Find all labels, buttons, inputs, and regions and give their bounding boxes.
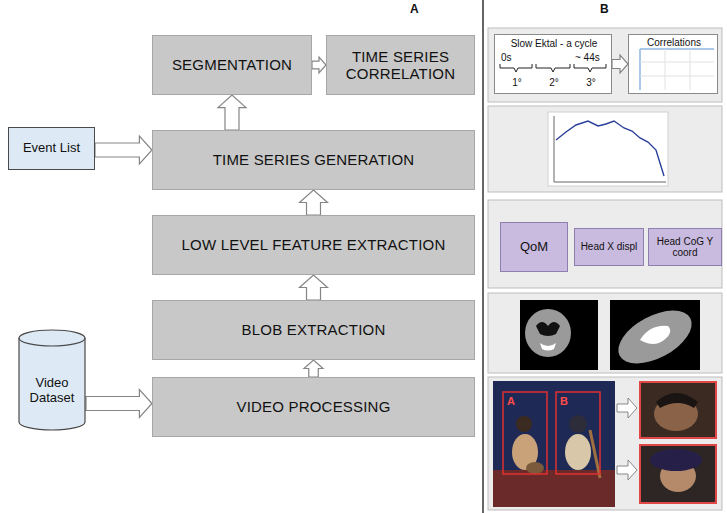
node-text: TIME SERIES CORRELATION <box>333 48 468 83</box>
blob-images <box>520 300 700 375</box>
chart-ground <box>548 112 668 186</box>
node-text: Head CoG Y coord <box>653 236 717 259</box>
crop-box <box>556 392 600 474</box>
grid-line <box>639 49 641 90</box>
performer-head <box>516 416 532 432</box>
bracket <box>574 64 606 72</box>
panel-divider <box>482 0 484 513</box>
blob-hole <box>536 322 560 336</box>
panel-bg <box>488 200 722 288</box>
block-arrow <box>218 95 246 130</box>
video-frames <box>493 381 716 507</box>
crop-letter: A <box>507 396 515 407</box>
blob <box>525 309 571 357</box>
time-mark: 3° <box>584 77 598 88</box>
sketch-ground <box>494 34 612 94</box>
input-box: Event List <box>8 127 95 170</box>
hair <box>656 393 698 408</box>
node-text: Head X displ <box>581 241 638 253</box>
crop-box <box>503 392 547 474</box>
cycle-box: Slow Ektal - a cycle 0s ~ 44s 1° 2° 3° <box>494 34 612 94</box>
node-text: Correlations <box>629 37 719 48</box>
node-text: Video Dataset <box>24 376 80 406</box>
node-text: Event List <box>23 141 80 156</box>
zoom-arrow <box>617 460 637 480</box>
block-arrow <box>86 390 152 418</box>
block-arrow <box>300 275 328 300</box>
grid-line <box>640 62 714 63</box>
correlation-grid <box>628 34 718 94</box>
grid-line <box>640 48 714 50</box>
zoom-arrow <box>617 398 637 418</box>
grid-line <box>665 49 666 90</box>
database-cylinder: Video Dataset <box>18 330 86 430</box>
time-mark: ~ 44s <box>575 52 600 63</box>
node-text: LOW LEVEL FEATURE EXTRACTION <box>182 236 446 253</box>
cycle-sketch <box>494 34 612 94</box>
zoom-photo <box>640 382 716 438</box>
bracket <box>536 64 570 72</box>
chart-curve <box>556 121 664 176</box>
grid-line <box>640 76 714 77</box>
time-mark: 2° <box>547 77 561 88</box>
block-arrow <box>304 360 323 377</box>
process-box: BLOB EXTRACTION <box>152 300 475 360</box>
block-arrow <box>612 55 628 73</box>
panel-bg <box>488 106 722 192</box>
zoom-photo <box>640 445 716 503</box>
blob <box>610 300 700 375</box>
time-mark: 0s <box>501 52 512 63</box>
turban <box>650 449 702 471</box>
cylinder-rim <box>19 338 85 346</box>
block-arrow <box>95 136 152 164</box>
drum <box>526 462 544 474</box>
node-text: TIME SERIES GENERATION <box>213 151 415 168</box>
process-box: SEGMENTATION <box>152 35 312 95</box>
panel-letter: A <box>410 3 419 15</box>
panel-letter: B <box>600 3 609 15</box>
node-text: QoM <box>520 240 548 255</box>
chart-axis <box>554 182 666 183</box>
block-arrow <box>312 57 326 73</box>
process-box: LOW LEVEL FEATURE EXTRACTION <box>152 215 475 275</box>
blob-frame <box>520 300 598 370</box>
feature-box: Head X displ <box>574 228 644 266</box>
process-box: VIDEO PROCESSING <box>152 377 475 437</box>
node-text: SEGMENTATION <box>172 56 292 73</box>
cylinder-body <box>19 330 85 430</box>
correlation-box: Correlations <box>628 34 718 94</box>
grid-line <box>690 49 691 90</box>
process-box: TIME SERIES GENERATION <box>152 130 475 190</box>
blob-hole <box>640 326 670 344</box>
time-series-chart <box>548 112 668 186</box>
feature-box: QoM <box>500 222 568 272</box>
instrument <box>590 430 600 478</box>
bracket <box>500 64 532 72</box>
grid-ground <box>628 34 718 94</box>
process-box: TIME SERIES CORRELATION <box>326 35 475 95</box>
stage-photo <box>493 381 615 507</box>
performer <box>565 434 591 470</box>
performer-head <box>569 415 587 433</box>
panel-bg <box>488 377 722 510</box>
feature-box: Head CoG Y coord <box>648 228 722 266</box>
blob-hole <box>540 343 556 351</box>
node-text: Slow Ektal - a cycle <box>495 38 613 49</box>
panel-bg <box>488 28 722 102</box>
time-mark: 1° <box>510 77 524 88</box>
chart-axis <box>554 116 555 182</box>
node-text: VIDEO PROCESSING <box>236 398 390 415</box>
node-text: BLOB EXTRACTION <box>242 321 386 338</box>
block-arrow <box>300 190 328 215</box>
panel-backgrounds <box>488 28 722 510</box>
crop-letter: B <box>560 396 568 407</box>
stage-floor <box>493 470 615 507</box>
